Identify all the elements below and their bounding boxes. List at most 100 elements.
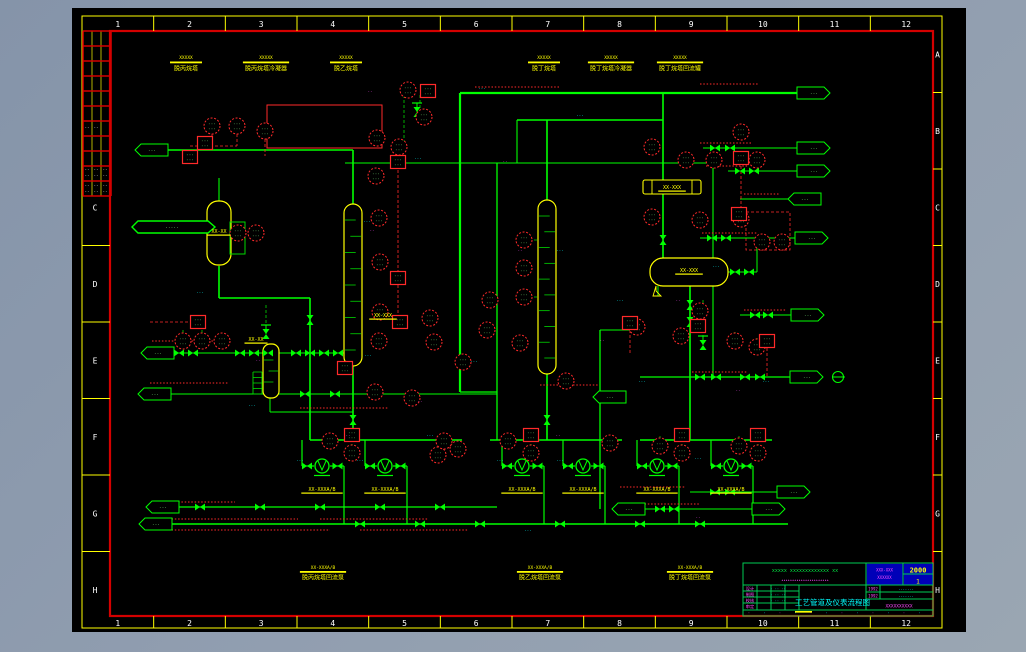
instrument-tag-dots: ··· [373,140,381,145]
equipment-label-code: XXXXX [259,55,273,61]
drum-boot [652,285,663,297]
instrument-tag-dots: ··· [520,265,528,270]
stream-flag-text: ··· [810,147,818,152]
instrument-tag-dots: ··· [234,235,242,240]
title-block-tick: · [779,611,781,616]
valve-icon [305,349,315,357]
equipment-label-underline [330,61,362,64]
stream-flag-out [796,164,831,178]
instrument-circle [515,231,533,249]
instrument-box-dots: ··· [341,365,349,370]
instrument-circle [425,333,443,351]
instrument-tag-dots: ··· [682,162,690,167]
instrument-box-dots: ··· [394,275,402,280]
instrument-tag-dots: ··· [375,343,383,348]
pipe-tag-cyan: ··· [524,528,531,533]
valve-icon [319,349,329,357]
equipment-label-name: 脱丙烷塔回流泵 [302,574,344,582]
grid-letter-left: H [93,586,98,595]
instrument-tag-dots: ··· [606,440,614,445]
instrument-box [419,83,437,99]
instrument-circle [247,224,265,242]
grid-number-top: 4 [330,20,335,29]
revision-table-text: ·· [94,183,99,188]
instrument-tag-dots: ··· [371,394,379,399]
pump-discharge-valve [667,462,678,470]
valve-icon [255,503,265,511]
stream-flag-out [794,231,829,245]
instrument-box [689,318,707,334]
instrument-circle [321,432,339,450]
instrument-circle [749,444,767,462]
cert-line-2: XXXXXX [877,575,892,580]
instrument-box-dots: ··· [201,145,209,150]
equipment-label-name: 脱丙烷塔 [174,65,198,73]
sign-dots-2: · ·· ·· [770,599,785,603]
instrument-circle [399,81,417,99]
equipment-tag: XX-XXX [374,313,392,319]
instrument-tag-dots: ··· [420,119,428,124]
instrument-tag-dots: ··· [753,349,761,354]
instrument-circle [515,259,533,277]
equipment-tag-underline [675,273,703,275]
instrument-tag-dots: ··· [261,128,269,133]
grid-number-top: 10 [758,20,768,29]
grid-number-top: 7 [545,20,550,29]
instrument-tag-dots: ··· [710,162,718,167]
rev-row-0-text: ······· [898,588,913,592]
instrument-circle [371,253,389,271]
pipe-tag-cyan: ··· [363,219,370,224]
equipment-label-code: XXXXX [673,55,687,61]
pipe-tag-cyan: ··· [470,359,477,364]
stream-flag-in [137,387,172,401]
equipment-tag: XX-XXX [680,268,698,274]
pump-discharge-valve [395,462,406,470]
instrument-circle [601,434,619,452]
instrument-box-dots: ··· [527,432,535,437]
instrument-tag-dots: ··· [375,220,383,225]
instrument-tag-dots: ··· [696,222,704,227]
instrument-box-dots: ··· [754,437,762,442]
grid-number-top: 1 [115,20,120,29]
title-block: xxxxx xxxxxxxxxxxxx xx ▴▴▴▴▴▴▴▴▴▴▴▴▴▴▴▴▴… [742,562,934,617]
instrument-tag-dots: ··· [483,332,491,337]
pipe-tag-cyan: ··· [364,353,371,358]
instrument-circle [213,332,231,350]
instrument-tag-dots: ··· [656,443,664,448]
pump-impeller [578,460,588,472]
line-connector-circle [831,370,845,384]
instrument-tag-dots: ··· [430,339,438,344]
instrument-circle [511,334,529,352]
grid-number-top: 3 [259,20,264,29]
grid-number-top: 5 [402,20,407,29]
instrument-tag-dots: ··· [520,299,528,304]
grid-number-bottom: 11 [830,619,840,628]
drawing-sheet [72,8,966,632]
grid-letter-right: F [935,433,940,442]
pipe-tag-magenta: ·· [418,399,423,404]
instrument-box [758,333,776,349]
instrument-tag-dots: ··· [778,239,786,244]
valve-icon [695,520,705,528]
pipe-tag-cyan: ··· [556,458,563,463]
instrument-tag-dots: ··· [234,230,242,235]
pipe-tag-cyan: ··· [296,458,303,463]
stream-flag-text: ··· [606,396,614,401]
instrument-box-dots: ··· [186,154,194,159]
stream-flag-text: ··· [159,506,167,511]
instrument-tag-dots: ··· [373,135,381,140]
equipment-label-code: XX-XXXA/B [311,565,336,571]
stream-flag-text: ··· [151,393,159,398]
instrument-tag-dots: ··· [696,308,704,313]
pump-impeller [380,460,390,472]
pipe-tag-magenta: ·· [518,248,523,253]
instrument-tag-dots: ··· [395,149,403,154]
equipment-tag: XX-XX [211,229,226,235]
equipment-label-name: 脱丙烷塔冷凝器 [245,65,287,73]
instrument-tag-dots: ··· [218,343,226,348]
grid-letter-right: H [935,586,940,595]
grid-number-top: 2 [187,20,192,29]
pump-impeller [517,460,527,472]
grid-letter-right: D [935,280,940,289]
equipment-tag-underline [658,190,686,192]
